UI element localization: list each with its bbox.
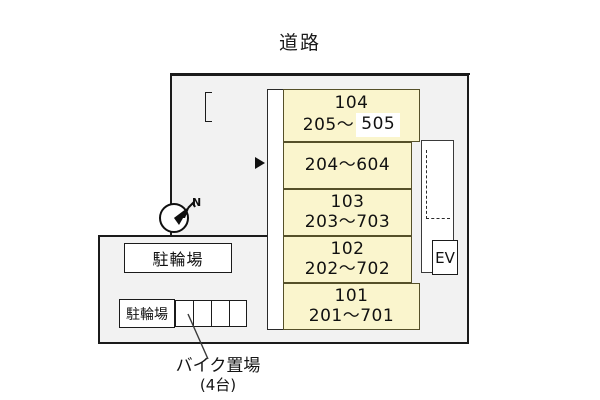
unit-204[interactable]: 204〜604 xyxy=(283,142,412,189)
motorcycle-caption-line1: バイク置場 xyxy=(175,356,261,376)
motorcycle-caption-line2: (4台) xyxy=(199,375,237,394)
unit-103[interactable]: 103 203〜703 xyxy=(283,189,412,236)
unit-101[interactable]: 101 201〜701 xyxy=(283,283,420,330)
elevator-box[interactable]: EV xyxy=(432,240,458,275)
unit-104[interactable]: 104 205〜 505 xyxy=(283,89,420,142)
bicycle-parking-lower[interactable]: 駐輪場 xyxy=(119,299,175,328)
road-label: 道路 xyxy=(278,32,321,54)
boundary-tick-bracket xyxy=(205,92,212,122)
unit-104-range: 205〜 xyxy=(302,114,355,135)
unit-103-range: 203〜703 xyxy=(304,211,391,232)
motorcycle-stall[interactable] xyxy=(175,300,193,327)
corridor xyxy=(267,89,284,330)
compass-icon: N xyxy=(157,194,203,236)
unit-101-label-top: 101 xyxy=(334,286,369,307)
unit-102-label-top: 102 xyxy=(330,239,365,260)
unit-101-range: 201〜701 xyxy=(308,305,395,326)
motorcycle-stalls[interactable] xyxy=(175,300,247,327)
motorcycle-stall[interactable] xyxy=(211,300,229,327)
motorcycle-stall[interactable] xyxy=(193,300,211,327)
building-block: 104 205〜 505 204〜604 103 203〜703 102 202… xyxy=(267,89,420,330)
shaft-dashed-outline xyxy=(426,150,450,219)
unit-102-range: 202〜702 xyxy=(304,258,391,279)
motorcycle-parking-caption: バイク置場 (4台) xyxy=(128,356,308,394)
unit-103-label-top: 103 xyxy=(330,192,365,213)
motorcycle-stall[interactable] xyxy=(229,300,247,327)
svg-text:N: N xyxy=(192,196,201,209)
unit-104-label-bottom: 205〜 505 xyxy=(302,113,401,138)
entrance-arrow-icon xyxy=(255,157,265,169)
unit-102[interactable]: 102 202〜702 xyxy=(283,236,412,283)
unit-104-highlight-505: 505 xyxy=(356,113,401,138)
unit-204-range: 204〜604 xyxy=(304,154,391,175)
bicycle-parking-upper[interactable]: 駐輪場 xyxy=(124,243,232,273)
unit-104-label-top: 104 xyxy=(334,92,369,113)
